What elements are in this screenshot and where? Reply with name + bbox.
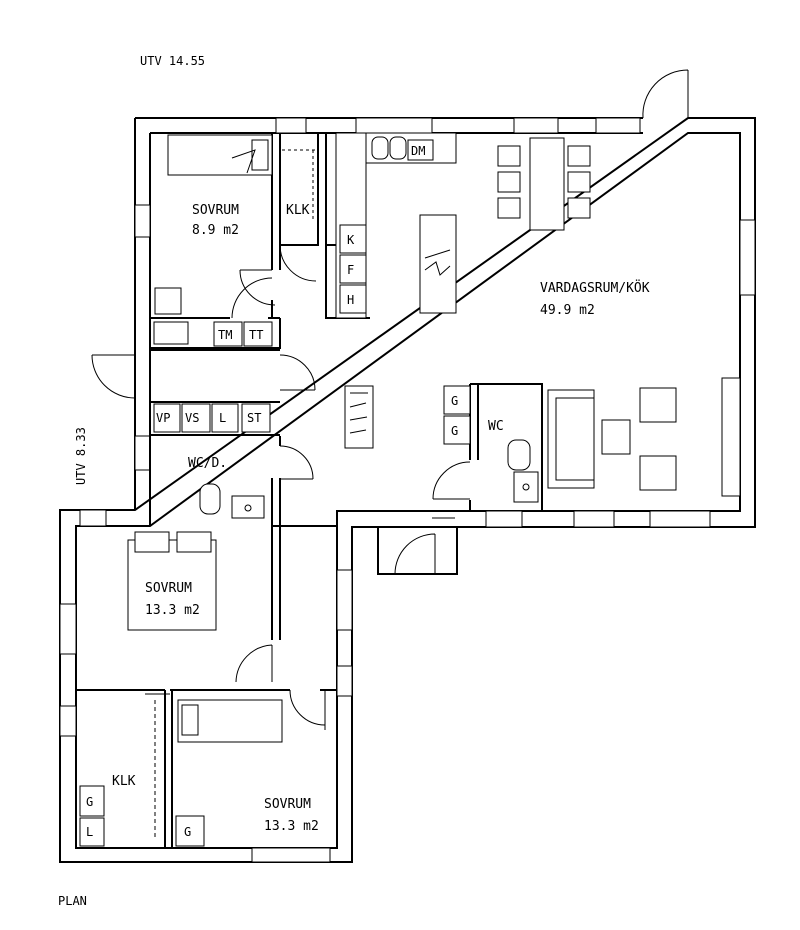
room-area-living-kitchen: 49.9 m2 [540,303,595,318]
doors [91,69,689,730]
room-name-klk-2: KLK [112,774,136,789]
fixture-tt: TT [249,328,263,342]
windows [59,117,756,863]
room-name-sovrum-1: SOVRUM [192,203,239,218]
fixture-g-wc-2: G [451,424,458,438]
room-name-sovrum-3: SOVRUM [264,797,311,812]
fixture-g-klk: G [86,795,93,809]
fixture-st: ST [247,411,261,425]
labels: UTV 14.55 UTV 8.33 PLAN SOVRUM 8.9 m2 VA… [58,54,650,908]
room-area-sovrum-3: 13.3 m2 [264,819,319,834]
room-name-klk-1: KLK [286,203,310,218]
interior-walls [76,133,543,848]
room-area-sovrum-2: 13.3 m2 [145,603,200,618]
room-area-sovrum-1: 8.9 m2 [192,223,239,238]
fixture-h: H [347,293,354,307]
fixture-l-utility: L [219,411,226,425]
outer-dim-top: UTV 14.55 [140,54,205,68]
room-name-wc: WC [488,419,504,434]
room-name-sovrum-2: SOVRUM [145,581,192,596]
furniture [79,132,677,847]
fixture-vp: VP [156,411,170,425]
plan-label: PLAN [58,894,87,908]
fixture-f: F [347,263,354,277]
outer-dim-side: UTV 8.33 [74,427,88,485]
fixture-g-wc-1: G [451,394,458,408]
wardrobe-sovrum-1 [154,287,182,315]
fixture-l-klk: L [86,825,93,839]
fixture-g-sovrum-3: G [184,825,191,839]
fixture-k: K [347,233,355,247]
fixture-tm: TM [218,328,232,342]
room-name-wc-d: WC/D. [188,456,227,471]
room-name-living-kitchen: VARDAGSRUM/KÖK [540,279,650,296]
fixture-dm: DM [411,144,425,158]
fixture-vs: VS [185,411,199,425]
